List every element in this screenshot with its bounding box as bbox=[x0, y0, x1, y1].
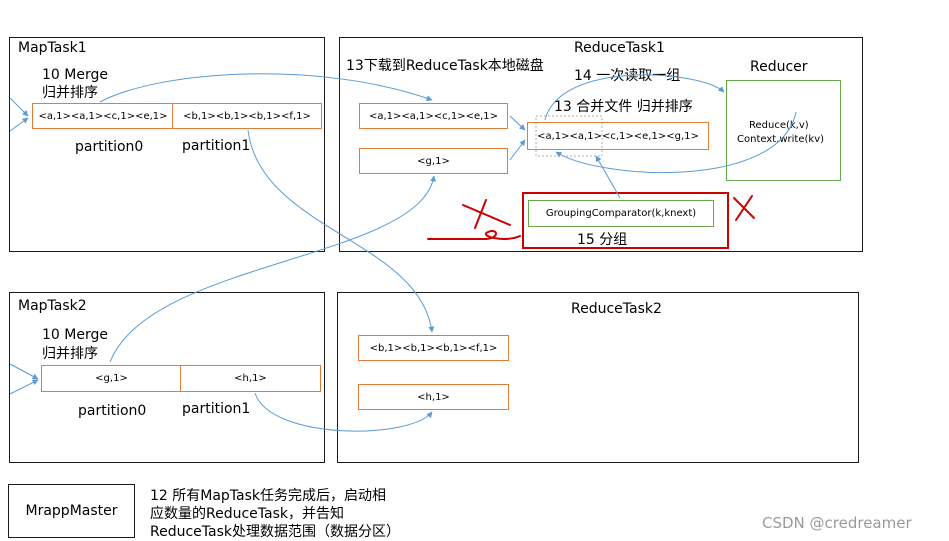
grouping-comparator-label: GroupingComparator(k,knext) bbox=[545, 208, 697, 219]
watermark: CSDN @credreamer bbox=[762, 514, 912, 532]
reducetask2-disk-file-b: <b,1><b,1><b,1><f,1> bbox=[358, 335, 509, 361]
mrappmaster-box: MrappMaster bbox=[8, 484, 135, 538]
maptask1-title: MapTask1 bbox=[18, 40, 87, 56]
maptask1-merge-sublabel: 归并排序 bbox=[42, 85, 98, 101]
maptask1-partition1-label: partition1 bbox=[182, 138, 251, 154]
grouping-highlight-box bbox=[522, 192, 729, 249]
master-note-line1: 12 所有MapTask任务完成后，启动相 bbox=[150, 488, 387, 504]
context-write-label: Context.write(kv) bbox=[737, 134, 825, 145]
merged-file: <a,1><a,1><c,1><e,1><g,1> bbox=[527, 122, 709, 150]
maptask2-merge-sublabel: 归并排序 bbox=[42, 346, 98, 362]
master-note-line3: ReduceTask处理数据范围（数据分区） bbox=[150, 524, 400, 540]
maptask2-merge-label: 10 Merge bbox=[42, 327, 108, 343]
maptask2-title: MapTask2 bbox=[18, 298, 87, 314]
reducetask2-box bbox=[337, 292, 859, 463]
merge-sort-label: 13 合并文件 归并排序 bbox=[554, 99, 693, 115]
read-group-label: 14 一次读取一组 bbox=[574, 68, 681, 84]
maptask2-partition1-segment: <h,1> bbox=[180, 365, 321, 392]
master-note-line2: 应数量的ReduceTask，并告知 bbox=[150, 506, 344, 522]
reducetask1-disk-file-a: <a,1><a,1><c,1><e,1> bbox=[359, 103, 508, 129]
maptask1-partition0-label: partition0 bbox=[75, 139, 144, 155]
group-step-label: 15 分组 bbox=[577, 232, 628, 248]
reducetask1-disk-file-g: <g,1> bbox=[359, 148, 508, 174]
maptask1-partition0-segment: <a,1><a,1><c,1><e,1> bbox=[32, 103, 174, 129]
maptask2-partition1-label: partition1 bbox=[182, 401, 251, 417]
reducer-title: Reducer bbox=[750, 59, 808, 75]
reducetask2-title: ReduceTask2 bbox=[571, 301, 662, 317]
mrappmaster-label: MrappMaster bbox=[25, 503, 118, 519]
reducetask1-title: ReduceTask1 bbox=[574, 40, 665, 56]
maptask1-partition1-segment: <b,1><b,1><b,1><f,1> bbox=[172, 103, 322, 129]
maptask1-merge-label: 10 Merge bbox=[42, 67, 108, 83]
grouping-comparator-box: GroupingComparator(k,knext) bbox=[528, 200, 714, 227]
maptask2-partition0-segment: <g,1> bbox=[41, 365, 182, 392]
maptask2-partition0-label: partition0 bbox=[78, 403, 147, 419]
download-label: 13下载到ReduceTask本地磁盘 bbox=[346, 58, 544, 74]
reducetask2-disk-file-h: <h,1> bbox=[358, 384, 509, 410]
